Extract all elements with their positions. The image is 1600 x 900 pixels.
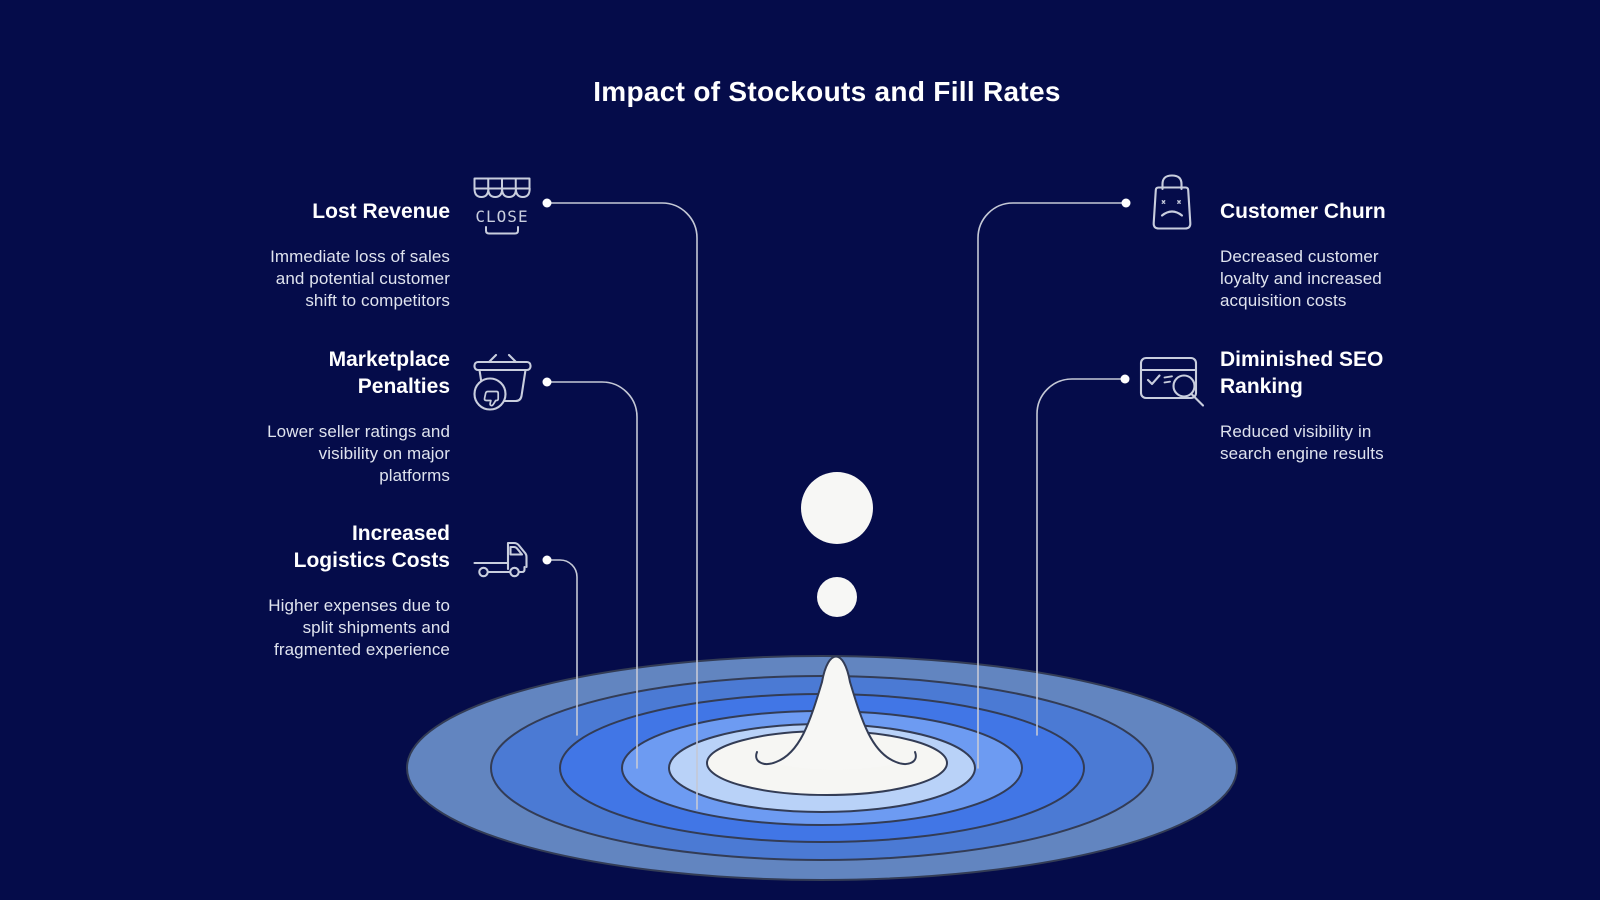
connector-dot	[542, 377, 552, 387]
connector-lines	[546, 202, 1127, 810]
item-heading: Diminished SEO Ranking	[1220, 348, 1384, 398]
connector-marketplace	[546, 381, 638, 769]
splash-column	[755, 655, 917, 770]
droplet-large	[801, 472, 873, 544]
water-droplet	[801, 472, 873, 617]
item-description: Higher expenses due to split shipments a…	[268, 596, 450, 659]
item-description: Reduced visibility in search engine resu…	[1220, 422, 1384, 463]
item-heading: Customer Churn	[1220, 200, 1386, 223]
item-heading: Marketplace Penalties	[328, 348, 450, 398]
browser-search-icon	[1139, 356, 1205, 407]
connector-dot	[1121, 198, 1131, 208]
item-description: Lower seller ratings and visibility on m…	[267, 422, 450, 485]
droplet-small	[817, 577, 857, 617]
close-sign-label: CLOSE	[475, 207, 528, 226]
item-customer-churn: Customer Churn Decreased customer loyalt…	[1220, 198, 1420, 312]
connector-dot	[542, 555, 552, 565]
delivery-truck-icon	[473, 541, 528, 578]
item-description: Decreased customer loyalty and increased…	[1220, 247, 1382, 310]
item-lost-revenue: Lost Revenue Immediate loss of sales and…	[230, 198, 450, 312]
item-heading: Increased Logistics Costs	[293, 522, 450, 572]
connector-lost-revenue	[546, 202, 698, 810]
basket-thumbs-down-icon	[473, 354, 532, 411]
sad-shopping-bag-icon	[1152, 174, 1192, 230]
item-increased-logistics-costs: Increased Logistics Costs Higher expense…	[230, 520, 450, 661]
page-title: Impact of Stockouts and Fill Rates	[593, 76, 1061, 107]
connector-dots	[542, 198, 1131, 565]
connector-dot	[542, 198, 552, 208]
item-heading: Lost Revenue	[312, 200, 450, 223]
connector-seo-ranking	[1036, 378, 1126, 736]
splash-body	[776, 656, 896, 770]
storefront-close-icon: CLOSE	[473, 177, 531, 235]
splash-outline	[755, 655, 917, 765]
connector-customer-churn	[977, 202, 1127, 769]
item-marketplace-penalties: Marketplace Penalties Lower seller ratin…	[230, 346, 450, 487]
item-description: Immediate loss of sales and potential cu…	[270, 247, 450, 310]
connector-dot	[1120, 374, 1130, 384]
connector-logistics	[546, 559, 578, 736]
item-diminished-seo-ranking: Diminished SEO Ranking Reduced visibilit…	[1220, 346, 1420, 465]
